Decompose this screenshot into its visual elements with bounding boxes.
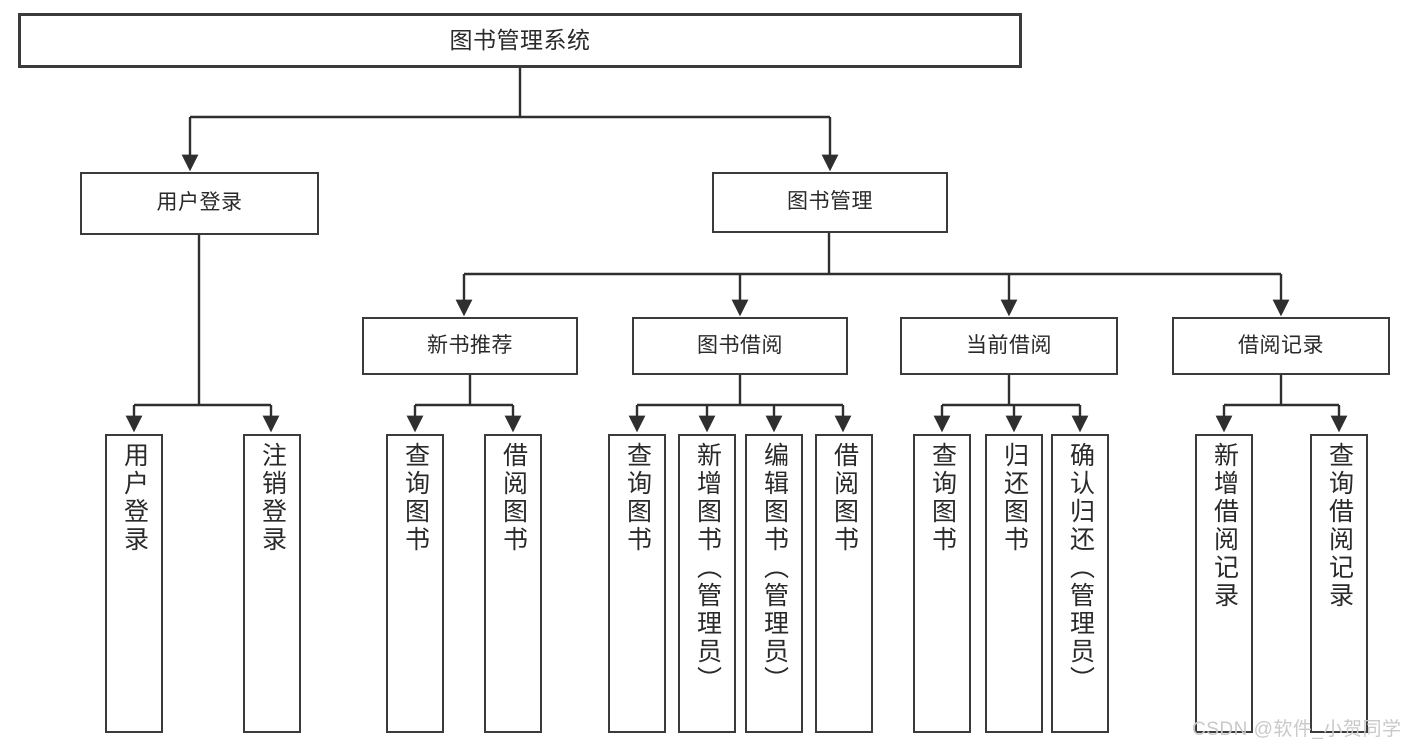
leaf-add-borrow-record[interactable]: 新增借阅记录 [1195,434,1253,733]
node-book-management[interactable]: 图书管理 [712,172,948,233]
leaf-confirm-return-admin[interactable]: 确认归还（管理员） [1051,434,1109,733]
node-label: 图书借阅 [697,333,783,357]
node-label: 新增借阅记录 [1210,442,1239,610]
node-label: 编辑图书（管理员） [760,442,789,694]
node-new-book-recommend[interactable]: 新书推荐 [362,317,578,375]
node-label: 归还图书 [1000,442,1029,554]
node-label: 图书管理系统 [449,26,591,53]
node-label: 借阅图书 [499,442,528,554]
node-label: 新书推荐 [427,333,513,357]
leaf-borrow-book-recommend[interactable]: 借阅图书 [484,434,542,733]
leaf-borrow-book[interactable]: 借阅图书 [815,434,873,733]
leaf-return-book[interactable]: 归还图书 [985,434,1043,733]
node-label: 图书管理 [787,190,873,214]
node-book-borrow[interactable]: 图书借阅 [632,317,848,375]
node-label: 用户登录 [156,191,243,215]
leaf-add-book-admin[interactable]: 新增图书（管理员） [678,434,736,733]
node-label: 新增图书（管理员） [693,442,722,694]
watermark: CSDN @软件_小贺同学 [1192,719,1402,740]
node-label: 借阅记录 [1238,333,1324,357]
node-label: 借阅图书 [830,442,859,554]
node-label: 注销登录 [258,442,287,554]
node-label: 查询图书 [623,442,652,554]
node-label: 用户登录 [120,442,149,554]
leaf-query-borrow-record[interactable]: 查询借阅记录 [1310,434,1368,733]
node-label: 查询借阅记录 [1325,442,1354,610]
node-label: 确认归还（管理员） [1066,442,1095,694]
node-current-borrow[interactable]: 当前借阅 [900,317,1118,375]
node-label: 查询图书 [928,442,957,554]
leaf-query-book-current[interactable]: 查询图书 [913,434,971,733]
node-borrow-record[interactable]: 借阅记录 [1172,317,1390,375]
node-user-login[interactable]: 用户登录 [80,172,319,235]
node-label: 查询图书 [401,442,430,554]
node-label: 当前借阅 [966,333,1052,357]
leaf-user-login[interactable]: 用户登录 [105,434,163,733]
leaf-edit-book-admin[interactable]: 编辑图书（管理员） [745,434,803,733]
node-root-book-management-system[interactable]: 图书管理系统 [18,13,1022,68]
leaf-query-book-recommend[interactable]: 查询图书 [386,434,444,733]
leaf-query-book-borrow[interactable]: 查询图书 [608,434,666,733]
leaf-logout[interactable]: 注销登录 [243,434,301,733]
